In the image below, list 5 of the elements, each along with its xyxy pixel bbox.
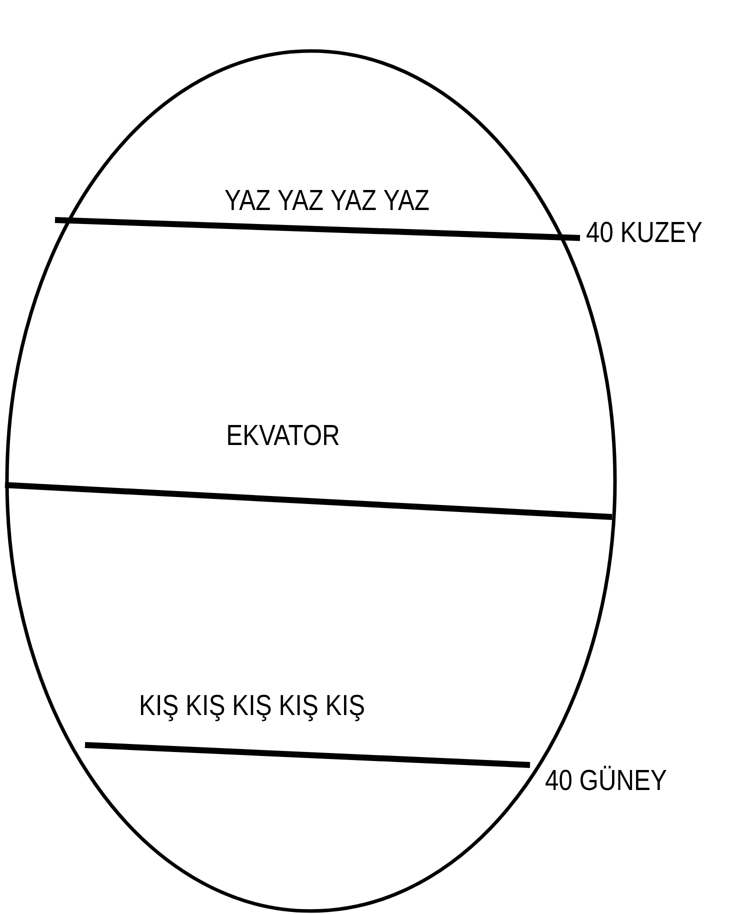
label-text: KIŞ KIŞ KIŞ KIŞ KIŞ [141,694,364,722]
label-text: 40 GÜNEY [546,766,666,790]
label-text: 40 KUZEY [586,222,702,242]
label-text: YAZ YAZ YAZ YAZ [225,190,429,210]
label-text: EKVATOR [228,424,339,446]
